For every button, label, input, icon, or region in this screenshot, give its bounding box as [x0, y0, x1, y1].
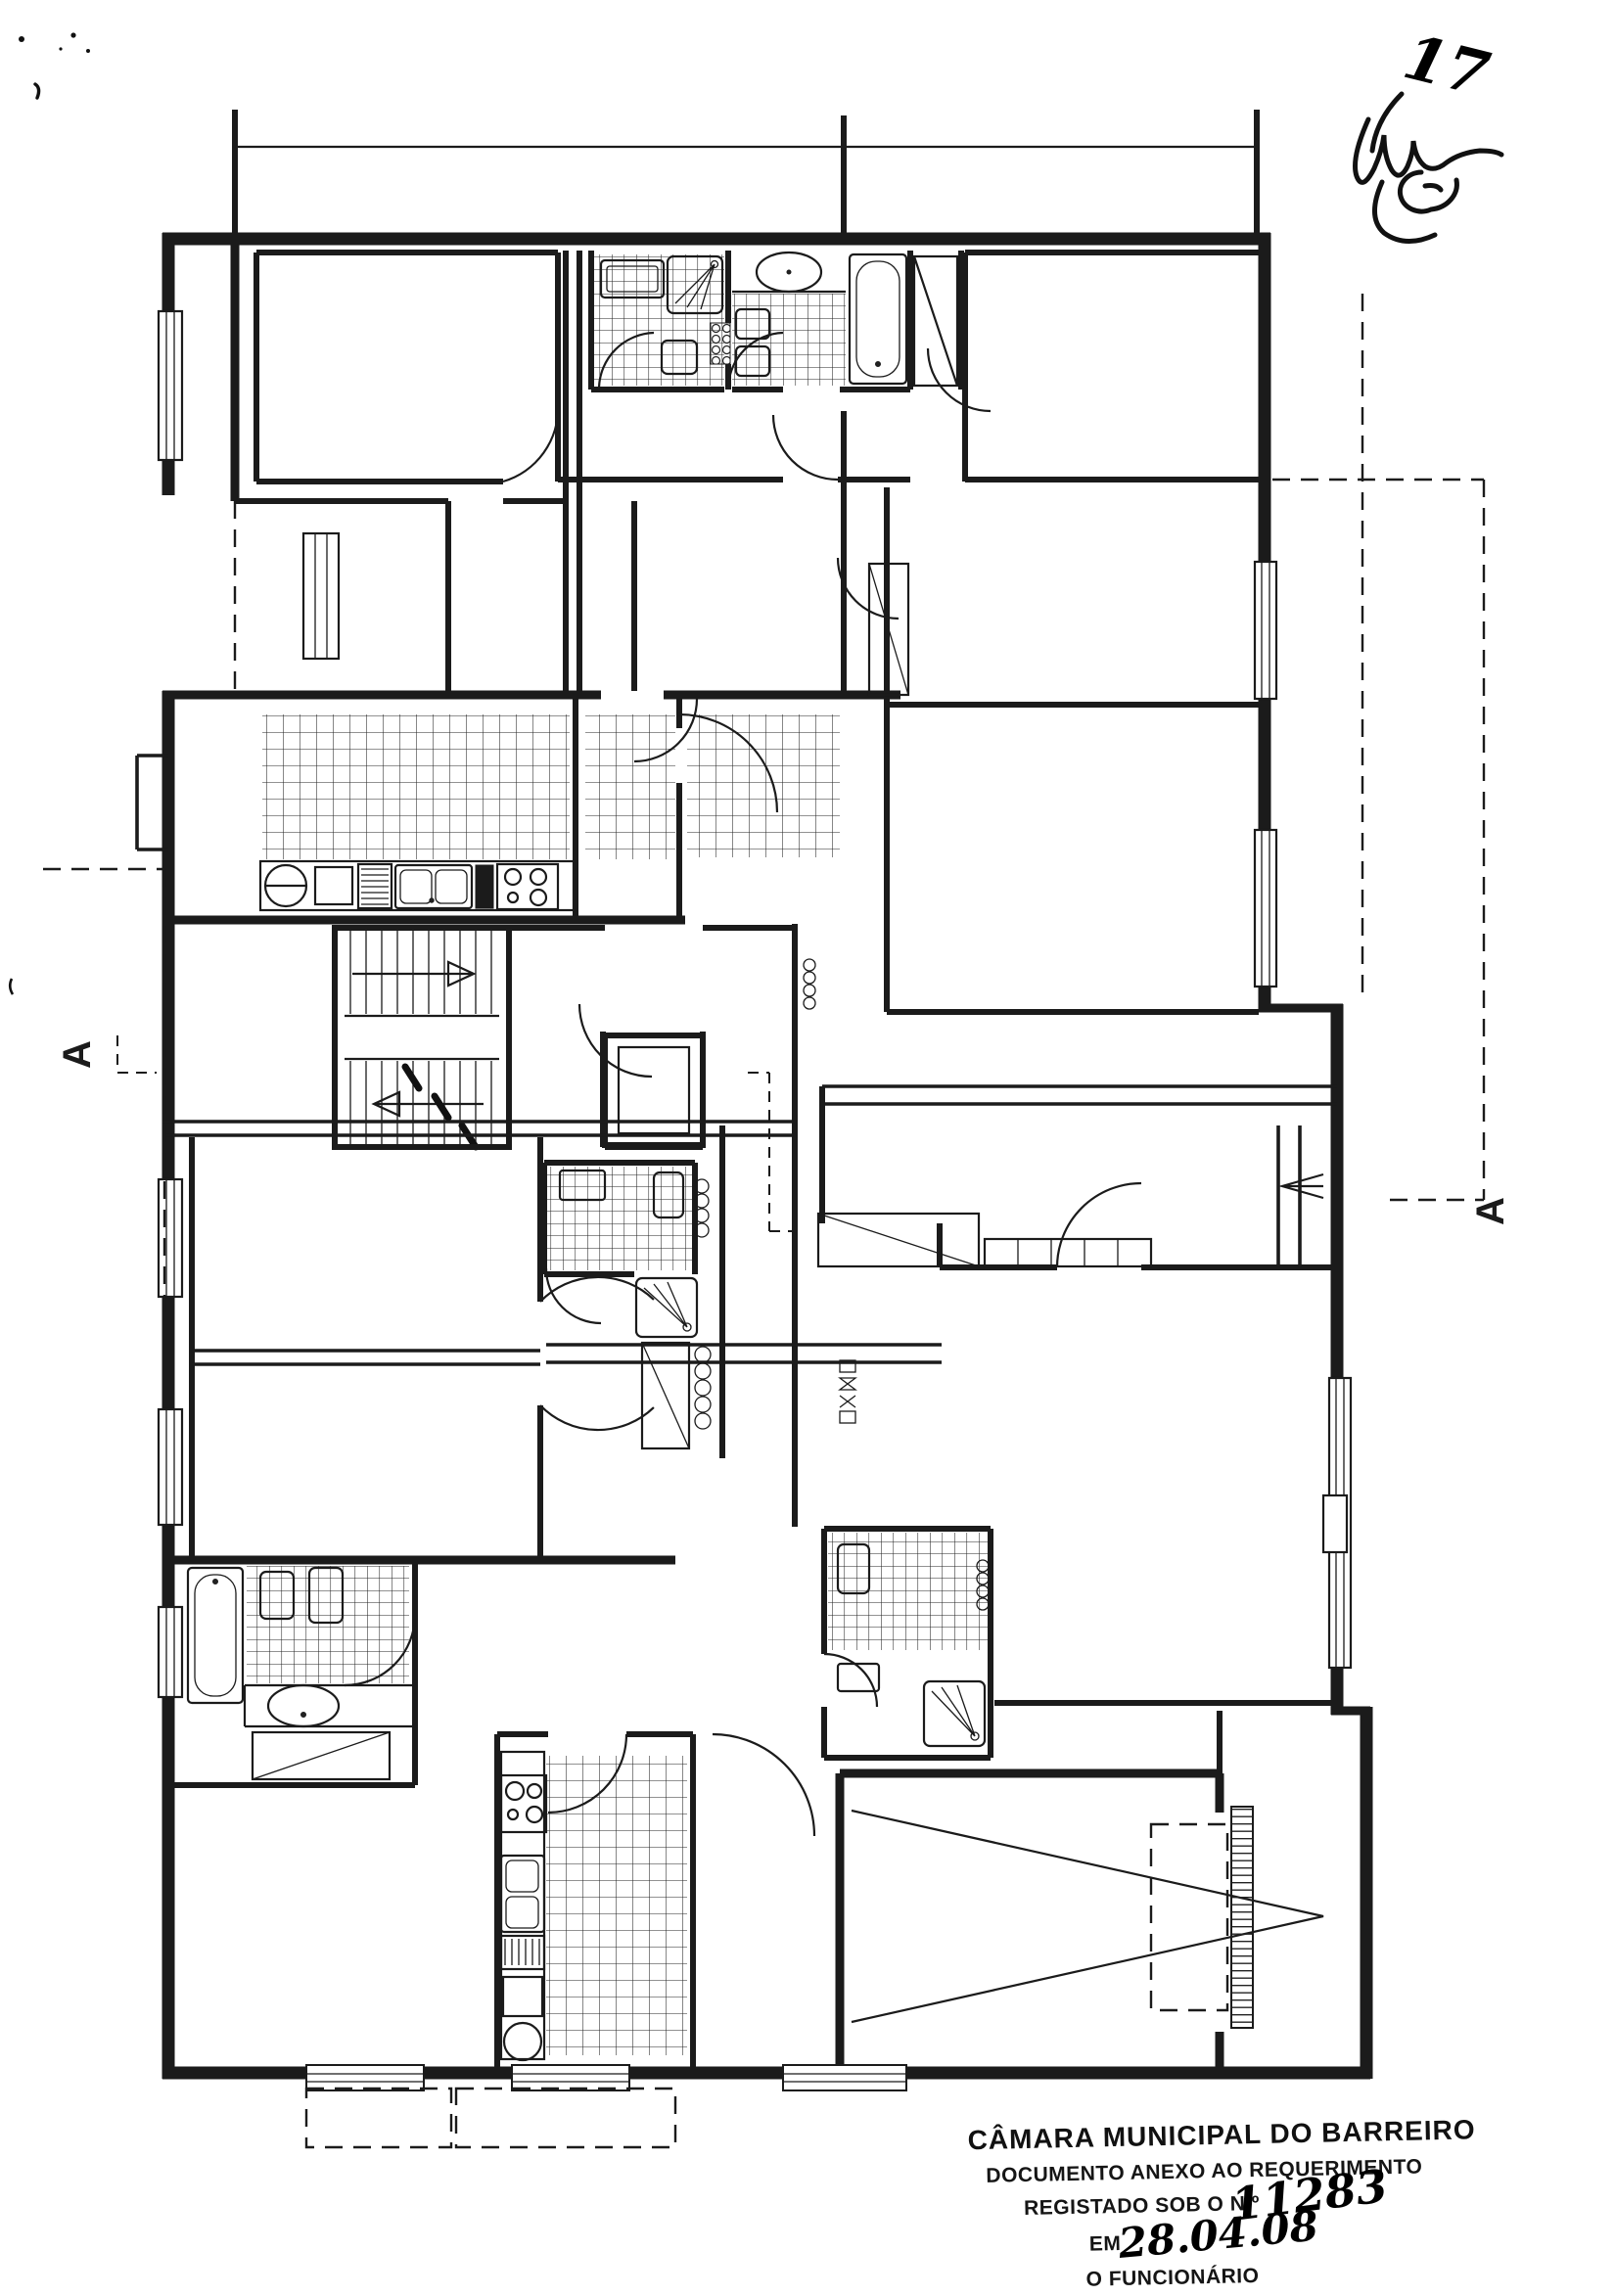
- window: [157, 1177, 184, 1299]
- double-sink-icon: [499, 1854, 546, 1934]
- bottom-right-bath-tiles: [828, 1533, 989, 1650]
- page-number: 17: [1397, 21, 1496, 111]
- corridors: [162, 924, 1337, 1565]
- staircase: [332, 925, 512, 1151]
- window: [157, 1605, 184, 1699]
- radiator-icon: [694, 1346, 712, 1430]
- bottom-left-bath-tiles: [247, 1566, 409, 1683]
- stair-down-arrow: [371, 1090, 484, 1118]
- window: [157, 1407, 184, 1527]
- window-sill: [511, 2064, 630, 2091]
- closet-icon: [816, 1212, 981, 1268]
- stamp-line5: O FUNCIONÁRIO: [1085, 2265, 1259, 2291]
- window: [1321, 1376, 1353, 1670]
- balcony-dashed: [454, 2087, 677, 2149]
- window: [157, 309, 184, 462]
- shelf-strip: [983, 1237, 1153, 1268]
- radiator-box: [1321, 1493, 1349, 1554]
- top-strip: [254, 250, 1265, 484]
- radiator-icon: [803, 958, 816, 1010]
- kitchen-top-tiles: [262, 714, 570, 859]
- top-bath-left-fixtures: [599, 254, 724, 376]
- bottom-right-apartment: [821, 1526, 1324, 2067]
- shower-icon: [922, 1679, 987, 1748]
- toilet-icon: [836, 1542, 871, 1595]
- closet-icon: [867, 562, 910, 697]
- shower-icon: [634, 1276, 699, 1339]
- stamp-line4-label: EM: [1089, 2232, 1122, 2256]
- mid-bath: [541, 958, 857, 1450]
- section-label-right: A: [1469, 1197, 1512, 1225]
- bathtub-icon: [848, 253, 908, 386]
- glass-block-strip: [710, 322, 731, 365]
- municipal-stamp: CÂMARA MUNICIPAL DO BARREIRO DOCUMENTO A…: [967, 2114, 1476, 2291]
- shower-icon: [666, 254, 724, 315]
- right-rooms: [816, 562, 1337, 1706]
- toilet-icon: [660, 339, 699, 376]
- toilet-icon: [652, 1171, 685, 1219]
- stair-hall-walls: [332, 925, 795, 1150]
- stove-icon: [495, 862, 560, 911]
- elevator: [602, 1033, 706, 1148]
- stamp-line1: CÂMARA MUNICIPAL DO BARREIRO: [967, 2114, 1476, 2155]
- bidet-icon: [258, 1570, 296, 1621]
- second-strip: [162, 251, 900, 1012]
- washer-icon: [502, 2021, 543, 2062]
- towel-radiator-icon: [838, 1359, 857, 1424]
- toilet-icon: [307, 1566, 345, 1625]
- scan-noise-marks: [8, 32, 90, 995]
- door-sill: [782, 2064, 907, 2091]
- cabinet-icon: [313, 865, 354, 906]
- window: [1253, 828, 1278, 988]
- window-sill: [305, 2064, 425, 2091]
- sink-icon: [599, 258, 666, 299]
- pantry-tiles: [585, 714, 675, 859]
- closet-icon: [251, 1730, 392, 1781]
- dashed-duct: [1149, 1822, 1229, 2012]
- closet-icon: [912, 254, 959, 388]
- door-arcs: [344, 331, 1142, 1837]
- sink-icon: [558, 1169, 607, 1202]
- stair-up-arrow: [352, 960, 477, 987]
- vanity-counter: [243, 1683, 415, 1728]
- balcony-dashed: [304, 2087, 453, 2149]
- toilet-icon: [734, 307, 771, 341]
- sink-icon: [266, 1683, 341, 1728]
- windows: [157, 309, 1353, 2091]
- bottom-left-bath: [162, 1560, 418, 1788]
- oven-icon: [501, 1975, 544, 2018]
- bottom-kitchen: [494, 1731, 696, 2067]
- counter-divider: [475, 864, 494, 909]
- handwritten-marks: 17: [1353, 21, 1504, 244]
- radiator-icon: [694, 1178, 710, 1238]
- lightwell-window: [301, 531, 341, 661]
- kitchen-counter: [258, 859, 576, 912]
- left-bedrooms: [189, 1137, 540, 1556]
- section-markers: A A: [56, 1040, 1512, 1225]
- section-label-left: A: [56, 1040, 99, 1069]
- radiator-icon: [976, 1559, 990, 1611]
- dishrack-icon: [356, 862, 393, 910]
- closet-icon: [640, 1341, 691, 1450]
- sink-icon: [755, 251, 823, 294]
- stamp-line3-label: REGISTADO SOB O N.º: [1024, 2192, 1260, 2220]
- window: [1253, 560, 1278, 701]
- dashed-lines: [43, 294, 1486, 2149]
- lobby-tiles: [687, 714, 840, 857]
- top-bath-right-fixtures: [732, 251, 908, 386]
- bathtub-icon: [186, 1566, 245, 1705]
- grille-icon: [1230, 1806, 1254, 2029]
- sink-icon: [836, 1662, 881, 1693]
- garage-opening-mark: [851, 1809, 1324, 2024]
- dishrack-icon: [499, 1934, 546, 1971]
- section-arrow-right: [1277, 1172, 1324, 1200]
- kitchen-top: [162, 699, 685, 925]
- signature-icon: [1353, 91, 1504, 244]
- stove-icon: [499, 1773, 548, 1834]
- double-sink-icon: [393, 863, 474, 910]
- bottom-kitchen-tiles: [546, 1756, 687, 2055]
